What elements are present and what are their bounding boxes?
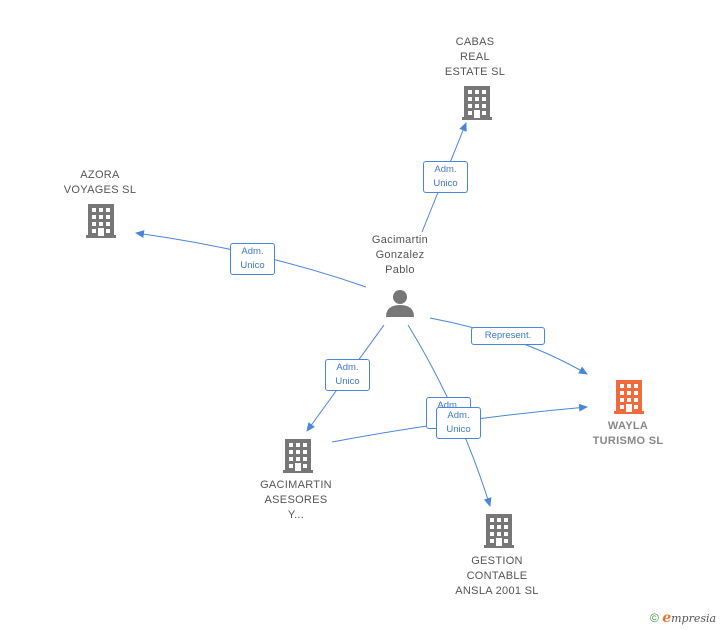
node-label-cabas[interactable]: CABAS REAL ESTATE SL xyxy=(444,36,506,78)
building-icon xyxy=(484,514,514,548)
copyright-icon: © xyxy=(650,611,659,625)
building-icon xyxy=(283,439,313,473)
edge-label-overlap: Adm. Unico xyxy=(436,407,481,439)
building-icon xyxy=(614,380,644,414)
node-label-gacimartin-asesores[interactable]: GACIMARTIN ASESORES Y... xyxy=(260,479,332,521)
node-label-person[interactable]: Gacimartin Gonzalez Pablo xyxy=(371,234,429,276)
building-icon xyxy=(462,86,492,120)
brand-footer: © empresia xyxy=(650,610,716,626)
node-label-azora[interactable]: AZORA VOYAGES SL xyxy=(63,169,137,196)
person-icon xyxy=(386,290,414,317)
edge-label-wayla: Represent. xyxy=(471,327,545,345)
edge-label-asesores: Adm. Unico xyxy=(325,359,370,391)
node-label-wayla[interactable]: WAYLA TURISMO SL xyxy=(592,420,664,447)
building-icon xyxy=(86,204,116,238)
edge-label-azora: Adm. Unico xyxy=(230,243,275,275)
node-label-gestion[interactable]: GESTION CONTABLE ANSLA 2001 SL xyxy=(455,555,539,597)
edge-label-cabas: Adm. Unico xyxy=(423,161,468,193)
brand-logo: empresia xyxy=(662,610,717,626)
